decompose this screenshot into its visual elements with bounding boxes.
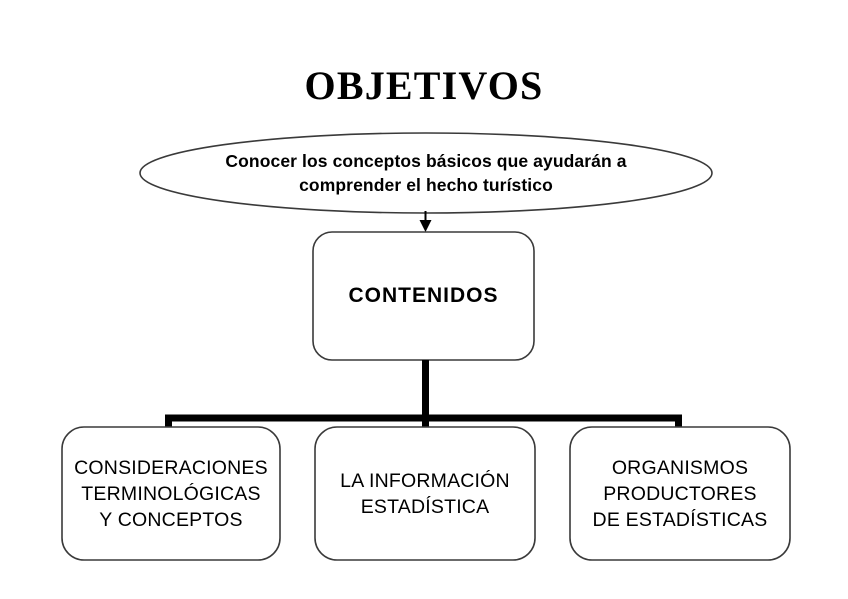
branch-box-2-shape[interactable] xyxy=(314,426,536,561)
branch-box-1-shape[interactable] xyxy=(61,426,281,561)
contenidos-box-shape[interactable] xyxy=(312,231,535,361)
ellipse-to-contenidos-arrow-head xyxy=(419,220,432,232)
page-title: OBJETIVOS xyxy=(304,63,544,108)
branch-box-3-shape[interactable] xyxy=(569,426,791,561)
objective-ellipse-shape[interactable] xyxy=(139,132,713,214)
